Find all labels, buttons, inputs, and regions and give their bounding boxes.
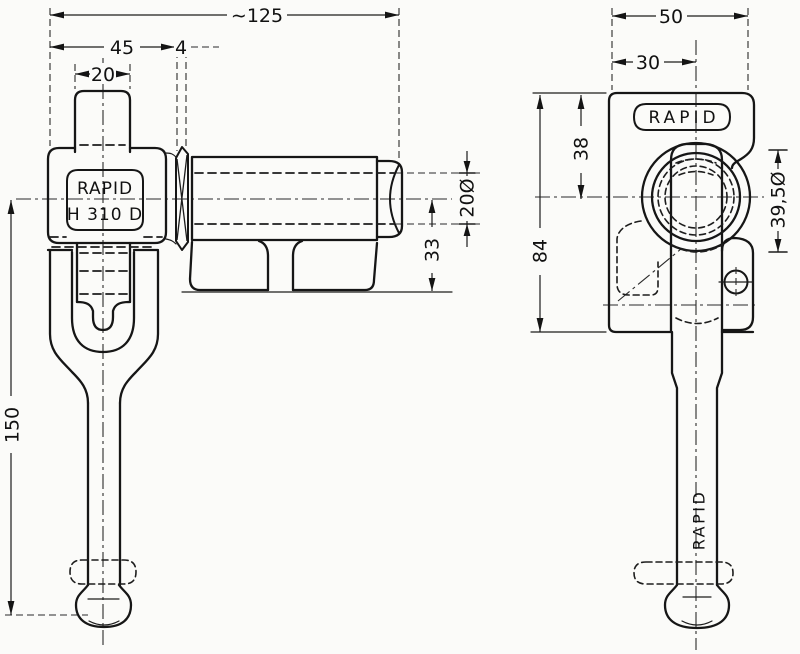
hidden-circle-inner [664,165,728,229]
insert-block [75,241,132,304]
right-view-hidden [616,158,735,585]
hidden-pin [633,561,734,585]
dim-body-height: 84 [527,95,553,332]
dim-edge-to-center-text: 30 [636,52,660,74]
base-pad-left [188,240,270,292]
dim-bore-diameter-text: 20Ø [457,178,479,217]
dim-stub-width: 20 [75,63,130,86]
dim-overall-length: ∼125 [50,3,399,28]
yoke-slot [70,250,136,354]
dim-handle-length: 150 [0,200,24,615]
dim-ring-diameter: 39,5Ø [764,149,792,253]
insert-tongue [75,300,132,332]
right-view-extension-lines [530,8,749,333]
ring-inner [650,151,742,243]
dim-bore-diameter: 20Ø [454,151,480,247]
left-view: ∼125 45 4 20 150 [0,3,481,648]
dim-edge-to-center: 30 [612,51,696,74]
name-plate-border [66,169,144,231]
dim-overall-width-text: 50 [659,6,683,28]
dim-base-height-text: 33 [422,238,444,262]
dim-overall-width: 50 [612,5,748,28]
name-pill-text: RAPID [648,108,719,128]
clamp-washer [175,146,189,251]
handle-knob [74,583,133,629]
dim-body-width: 45 [50,36,175,59]
dim-ring-diameter-text: 39,5Ø [768,171,790,228]
dim-top-to-center: 38 [568,95,594,199]
hidden-cam-outline [616,220,659,296]
cam-diagonal-centerline [617,248,682,302]
dim-handle-length-text: 150 [2,407,24,443]
dim-body-height-text: 84 [530,239,552,263]
dim-base-height: 33 [419,200,445,291]
right-view: 50 30 38 84 [527,5,792,650]
dim-top-to-center-text: 38 [571,137,593,161]
shaft-marking-text: RAPID [690,490,709,551]
yoke-outer [48,249,160,405]
left-view-hidden [49,144,395,585]
base-web [257,239,304,292]
base-pad-right [291,241,379,292]
right-view-outline [607,91,756,630]
cylinder-end-cap [375,159,404,239]
side-tab [720,236,755,332]
main-body [46,146,168,245]
dim-stub-width-text: 20 [91,64,115,86]
hidden-pin [69,559,137,585]
handle-shaft [86,401,122,587]
bore-hidden-lines [194,172,395,225]
name-plate-line2: H 310 D [67,205,143,225]
lever-knob [663,583,731,630]
left-view-outline [46,89,404,629]
dim-body-width-text: 45 [110,37,134,59]
left-view-extension-lines [5,8,481,616]
name-pill-border [633,103,731,131]
cylinder [190,155,379,242]
name-plate-line1: RAPID [77,179,133,199]
body-plate [607,91,756,334]
dim-overall-length-text: ∼125 [231,5,283,27]
dim-washer-thickness: 4 [174,36,189,59]
hidden-circle-outer [657,158,735,236]
dim-washer-thickness-text: 4 [175,37,187,59]
top-stub [73,89,132,154]
lever-shaft [670,330,724,587]
